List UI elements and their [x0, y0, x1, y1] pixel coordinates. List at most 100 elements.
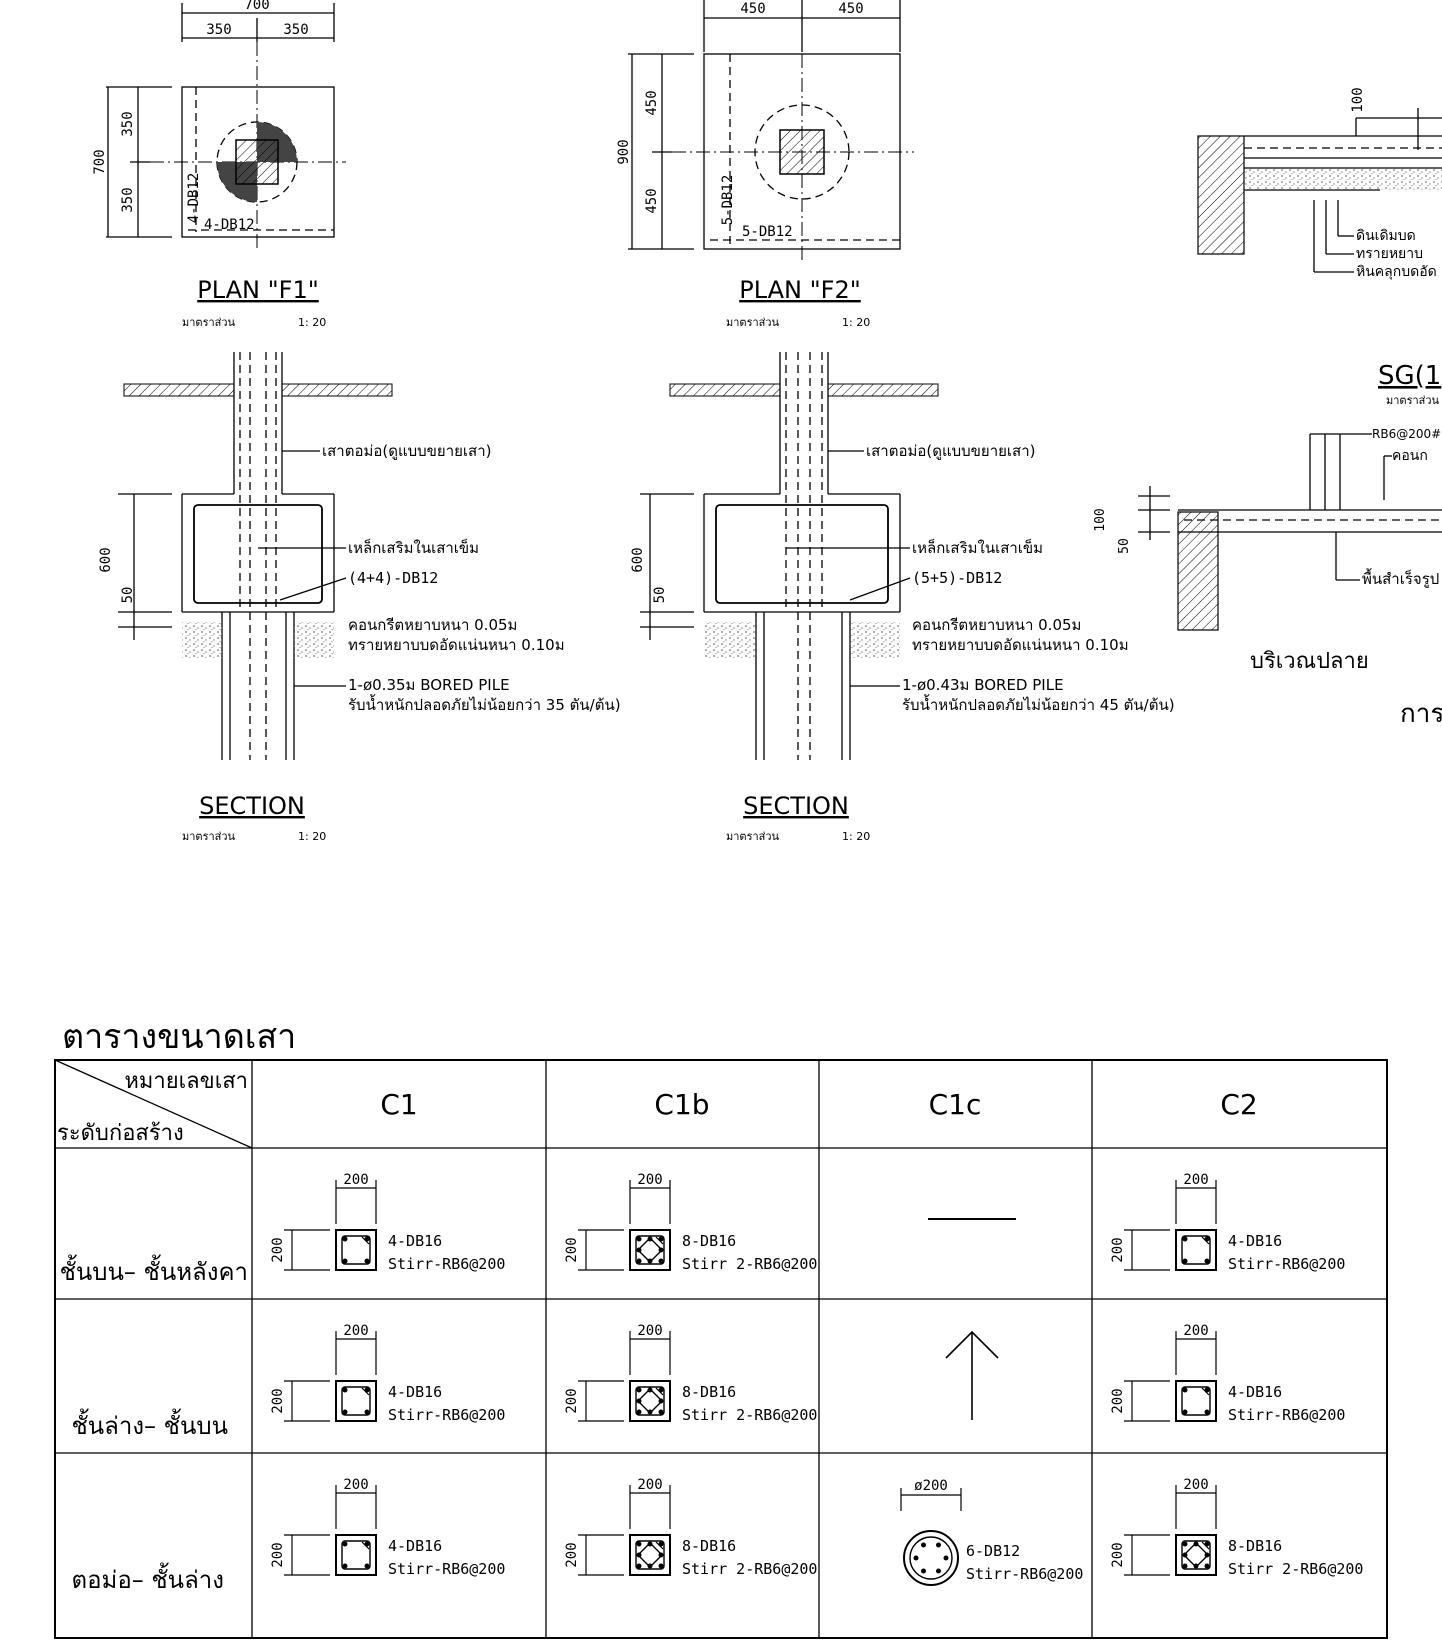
cell-dim-left: 200: [1110, 1388, 1126, 1413]
edge-note-concrete: คอนก: [1392, 448, 1428, 464]
sg-scale-label: มาตราส่วน: [1386, 394, 1440, 407]
f2-scale: 1: 20: [842, 316, 870, 329]
cell-rebar: 8-DB16: [682, 1383, 736, 1401]
cell-dim-label: ø200: [914, 1478, 948, 1494]
cell-dim-top: 200: [343, 1323, 368, 1339]
cell-dim-left: 200: [270, 1388, 286, 1413]
table-title: ตารางขนาดเสา: [62, 1017, 296, 1057]
cell-dim-top: 200: [637, 1172, 662, 1188]
cell-dim-top: 200: [343, 1477, 368, 1493]
s1-note-load: รับน้ำหนักปลอดภัยไม่น้อยกว่า 35 ตัน/ต้น): [348, 694, 621, 714]
s1-scale-label: มาตราส่วน: [182, 830, 236, 843]
cell-dim-left: 200: [270, 1542, 286, 1567]
s2-note-column: เสาตอม่อ(ดูแบบขยายเสา): [866, 442, 1035, 460]
cell-dim-top: 200: [1183, 1477, 1208, 1493]
section-2: เสาตอม่อ(ดูแบบขยายเสา) เหล็กเสริมในเสาเข…: [630, 352, 1175, 843]
s1-note-pile: 1-ø0.35ม BORED PILE: [348, 676, 510, 694]
edge-dim-a: 100: [1093, 508, 1108, 531]
cell-rebar: 4-DB16: [388, 1537, 442, 1555]
s2-dim-h: 600: [630, 547, 646, 572]
cell-rebar: 8-DB16: [682, 1537, 736, 1555]
edge-note-rebar: RB6@200#: [1372, 427, 1441, 441]
cell-stirrup: Stirr-RB6@200: [966, 1565, 1083, 1583]
f2-dim-bottom: 450: [644, 188, 660, 213]
s1-dim-h: 600: [98, 547, 114, 572]
cell-rebar: 4-DB16: [388, 1383, 442, 1401]
table-header-bottom: ระดับก่อสร้าง: [57, 1121, 184, 1146]
cell-stirrup: Stirr-RB6@200: [388, 1560, 505, 1578]
row-level-1: ชั้นบน– ชั้นหลังคา: [60, 1254, 248, 1286]
row-level-2: ชั้นล่าง– ชั้นบน: [71, 1408, 228, 1440]
f2-rebar-v: 5-DB12: [720, 175, 736, 226]
cell-dim-top: 200: [343, 1172, 368, 1188]
f1-dim-left: 350: [206, 22, 231, 38]
f2-dim-total-v: 900: [616, 139, 632, 164]
s2-note-pile-rebar: เหล็กเสริมในเสาเข็ม: [912, 538, 1043, 557]
cell-dim-left: 200: [564, 1542, 580, 1567]
f1-dim-right: 350: [283, 22, 308, 38]
cell-dim-left: 200: [1110, 1237, 1126, 1262]
cell-stirrup: Stirr-RB6@200: [1228, 1406, 1345, 1424]
column-table: ตารางขนาดเสา หมายเลขเสา ระดับก่อสร้าง C1…: [54, 1017, 1388, 1639]
s2-note-pile: 1-ø0.43ม BORED PILE: [902, 676, 1064, 694]
f1-scale: 1: 20: [298, 316, 326, 329]
f2-rebar-h: 5-DB12: [742, 224, 793, 240]
col-header-c1b: C1b: [654, 1088, 709, 1121]
cell-stirrup: Stirr 2-RB6@200: [682, 1560, 817, 1578]
col-header-c1: C1: [380, 1088, 417, 1121]
s1-note-column: เสาตอม่อ(ดูแบบขยายเสา): [322, 442, 491, 460]
sg-title: SG(1: [1378, 361, 1441, 391]
cell-dim-left: 200: [564, 1237, 580, 1262]
f2-scale-label: มาตราส่วน: [726, 316, 780, 329]
cell-stirrup: Stirr-RB6@200: [1228, 1255, 1345, 1273]
s1-note-lean: คอนกรีตหยาบหนา 0.05ม: [348, 616, 517, 634]
table-header-top: หมายเลขเสา: [124, 1069, 248, 1094]
s2-dim-s: 50: [652, 587, 668, 604]
s1-note-sand: ทรายหยาบบดอัดแน่นหนา 0.10ม: [348, 636, 565, 654]
plan-f1: 700 350 350 700 350 350 4-DB12 4-DB12 PL…: [92, 0, 346, 329]
sg-note-sand: ทรายหยาบ: [1356, 246, 1423, 262]
slab-edge-detail: RB6@200# คอนก 100 50 พื้นสำเร็จรูป บริเว…: [1093, 427, 1442, 729]
cell-rebar: 4-DB16: [1228, 1383, 1282, 1401]
s2-note-lean: คอนกรีตหยาบหนา 0.05ม: [912, 616, 1081, 634]
s1-note-rebar: (4+4)-DB12: [348, 569, 438, 587]
s1-note-pile-rebar: เหล็กเสริมในเสาเข็ม: [348, 538, 479, 557]
cell-dim-top: 200: [1183, 1323, 1208, 1339]
f1-rebar-v: 4-DB12: [186, 173, 202, 224]
s2-note-load: รับน้ำหนักปลอดภัยไม่น้อยกว่า 45 ตัน/ต้น): [902, 694, 1175, 714]
sg-note-soil: ดินเดิมบด: [1356, 228, 1416, 244]
cell-dim-top: 200: [637, 1477, 662, 1493]
col-header-c1c: C1c: [929, 1088, 982, 1121]
s2-scale-label: มาตราส่วน: [726, 830, 780, 843]
f1-dim-bottom: 350: [120, 187, 136, 212]
sg-note-gravel: หินคลุกบดอัด: [1356, 264, 1437, 280]
sg-dim-top: 100: [1350, 87, 1366, 112]
slab-sg-detail: 100 ดินเดิมบด ทรายหยาบ หินคลุกบดอัด SG(1…: [1197, 87, 1442, 407]
cell-stirrup: Stirr-RB6@200: [388, 1406, 505, 1424]
s1-dim-s: 50: [120, 587, 136, 604]
cell-rebar: 8-DB16: [1228, 1537, 1282, 1555]
f1-scale-label: มาตราส่วน: [182, 316, 236, 329]
f1-rebar-h: 4-DB12: [204, 217, 255, 233]
f2-title: PLAN "F2": [739, 276, 861, 304]
cell-stirrup: Stirr 2-RB6@200: [682, 1255, 817, 1273]
c1c-up-arrow-icon: [945, 1330, 999, 1420]
f1-title: PLAN "F1": [197, 276, 319, 304]
cell-rebar: 4-DB16: [388, 1232, 442, 1250]
cell-dim-left: 200: [564, 1388, 580, 1413]
s1-scale: 1: 20: [298, 830, 326, 843]
edge-label: บริเวณปลาย: [1250, 649, 1369, 674]
plan-f2: 450 450 900 450 450 5-DB12 5-DB12 PLAN "…: [616, 0, 914, 329]
f1-dim-total: 700: [244, 0, 269, 13]
cell-dim-left: 200: [270, 1237, 286, 1262]
cell-stirrup: Stirr-RB6@200: [388, 1255, 505, 1273]
edge-label-2: การ: [1400, 699, 1442, 729]
s2-title: SECTION: [743, 792, 849, 820]
